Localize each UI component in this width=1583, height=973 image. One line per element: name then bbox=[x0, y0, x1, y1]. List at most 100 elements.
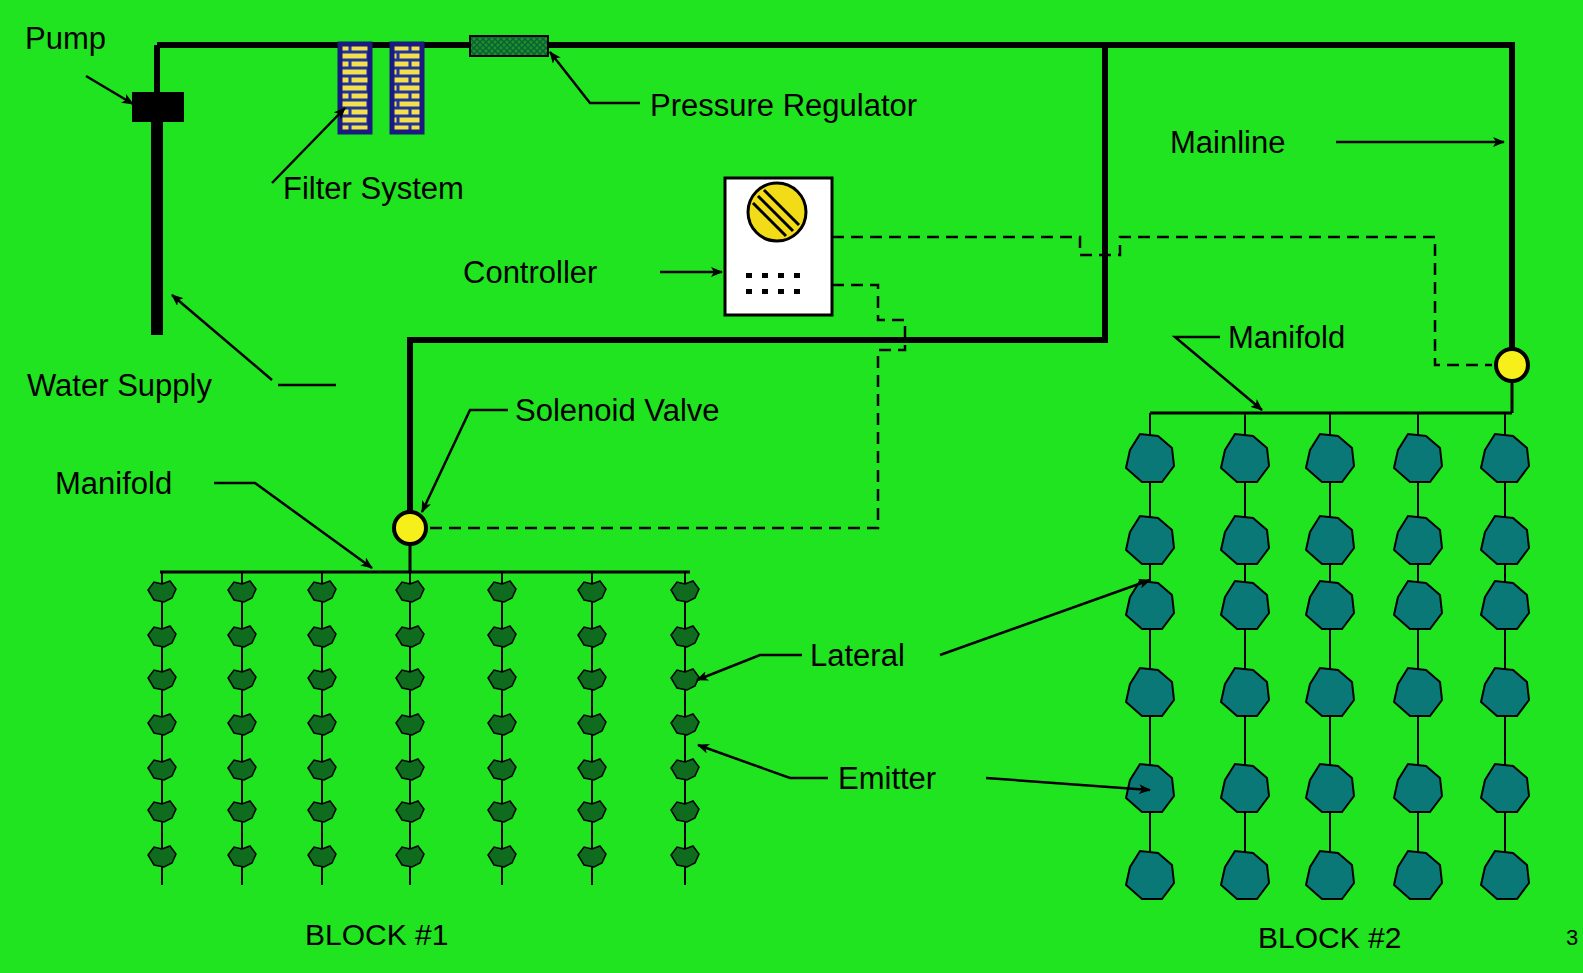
emitter bbox=[1126, 581, 1174, 629]
emitter bbox=[1221, 516, 1269, 564]
filter-system bbox=[340, 44, 422, 132]
emitter bbox=[228, 846, 256, 867]
emitter bbox=[308, 759, 336, 780]
emitter bbox=[1394, 851, 1442, 899]
emitter bbox=[1221, 764, 1269, 812]
emitter bbox=[1481, 516, 1529, 564]
emitter bbox=[578, 669, 606, 690]
emitter bbox=[1306, 851, 1354, 899]
emitter bbox=[1306, 581, 1354, 629]
block-label: BLOCK #1 bbox=[305, 920, 448, 950]
lateral-pipe bbox=[1244, 413, 1246, 895]
part-label: Filter System bbox=[283, 173, 464, 204]
emitter bbox=[488, 714, 516, 735]
emitter bbox=[1126, 434, 1174, 482]
emitter bbox=[148, 714, 176, 735]
emitter bbox=[1126, 851, 1174, 899]
lateral-pipe bbox=[1149, 413, 1151, 895]
emitter bbox=[396, 759, 424, 780]
solenoid-valve bbox=[1496, 349, 1528, 381]
emitters bbox=[148, 434, 1529, 899]
emitter bbox=[148, 801, 176, 822]
emitter bbox=[1394, 668, 1442, 716]
emitter bbox=[1394, 581, 1442, 629]
page-number: 3 bbox=[1566, 927, 1578, 949]
emitter bbox=[228, 669, 256, 690]
emitter bbox=[396, 581, 424, 602]
emitter bbox=[396, 626, 424, 647]
emitter bbox=[228, 759, 256, 780]
emitter bbox=[1394, 516, 1442, 564]
emitter bbox=[1481, 851, 1529, 899]
emitter bbox=[671, 714, 699, 735]
emitter bbox=[578, 581, 606, 602]
emitter bbox=[488, 626, 516, 647]
emitter bbox=[1481, 434, 1529, 482]
emitter bbox=[1221, 434, 1269, 482]
lateral-pipe bbox=[1329, 413, 1331, 895]
emitter bbox=[396, 669, 424, 690]
part-label: Manifold bbox=[55, 468, 172, 499]
emitter bbox=[488, 846, 516, 867]
emitter bbox=[488, 669, 516, 690]
part-label: Solenoid Valve bbox=[515, 395, 720, 426]
manifold bbox=[1150, 381, 1512, 413]
part-label: Pressure Regulator bbox=[650, 90, 917, 121]
emitter bbox=[488, 801, 516, 822]
emitter bbox=[396, 846, 424, 867]
emitter bbox=[578, 759, 606, 780]
lateral-pipe bbox=[1417, 413, 1419, 895]
emitter bbox=[578, 626, 606, 647]
emitter bbox=[1481, 764, 1529, 812]
laterals bbox=[162, 413, 1505, 895]
solenoid-valve bbox=[394, 512, 426, 544]
emitter bbox=[1221, 668, 1269, 716]
emitter bbox=[1394, 434, 1442, 482]
emitter bbox=[396, 714, 424, 735]
pressure-regulator bbox=[470, 36, 548, 56]
controller bbox=[725, 178, 832, 315]
emitter bbox=[671, 759, 699, 780]
emitter bbox=[308, 801, 336, 822]
emitter bbox=[1306, 764, 1354, 812]
emitter bbox=[228, 626, 256, 647]
part-label: Controller bbox=[463, 257, 597, 288]
emitter bbox=[308, 846, 336, 867]
emitter bbox=[148, 759, 176, 780]
block-label: BLOCK #2 bbox=[1258, 923, 1401, 953]
emitter bbox=[1306, 668, 1354, 716]
mainline-pipes bbox=[157, 45, 1512, 528]
emitter bbox=[1126, 668, 1174, 716]
emitter bbox=[671, 801, 699, 822]
emitter bbox=[671, 846, 699, 867]
emitter bbox=[578, 846, 606, 867]
emitter bbox=[148, 581, 176, 602]
emitter bbox=[228, 581, 256, 602]
emitter bbox=[396, 801, 424, 822]
part-label: Mainline bbox=[1170, 127, 1285, 158]
emitter bbox=[671, 581, 699, 602]
emitter bbox=[488, 581, 516, 602]
emitter bbox=[1481, 581, 1529, 629]
emitter bbox=[1306, 434, 1354, 482]
emitter bbox=[671, 626, 699, 647]
part-label: Water Supply bbox=[27, 370, 212, 401]
part-label: Manifold bbox=[1228, 322, 1345, 353]
part-label: Lateral bbox=[810, 640, 905, 671]
emitter bbox=[1306, 516, 1354, 564]
pump bbox=[132, 92, 184, 122]
emitter bbox=[578, 714, 606, 735]
emitter bbox=[148, 669, 176, 690]
emitter bbox=[671, 669, 699, 690]
emitter bbox=[578, 801, 606, 822]
emitter bbox=[488, 759, 516, 780]
leader-lines bbox=[86, 52, 1504, 790]
emitter bbox=[228, 801, 256, 822]
emitter bbox=[1481, 668, 1529, 716]
emitter bbox=[308, 581, 336, 602]
emitter bbox=[308, 714, 336, 735]
part-label: Emitter bbox=[838, 763, 936, 794]
emitter bbox=[1221, 851, 1269, 899]
